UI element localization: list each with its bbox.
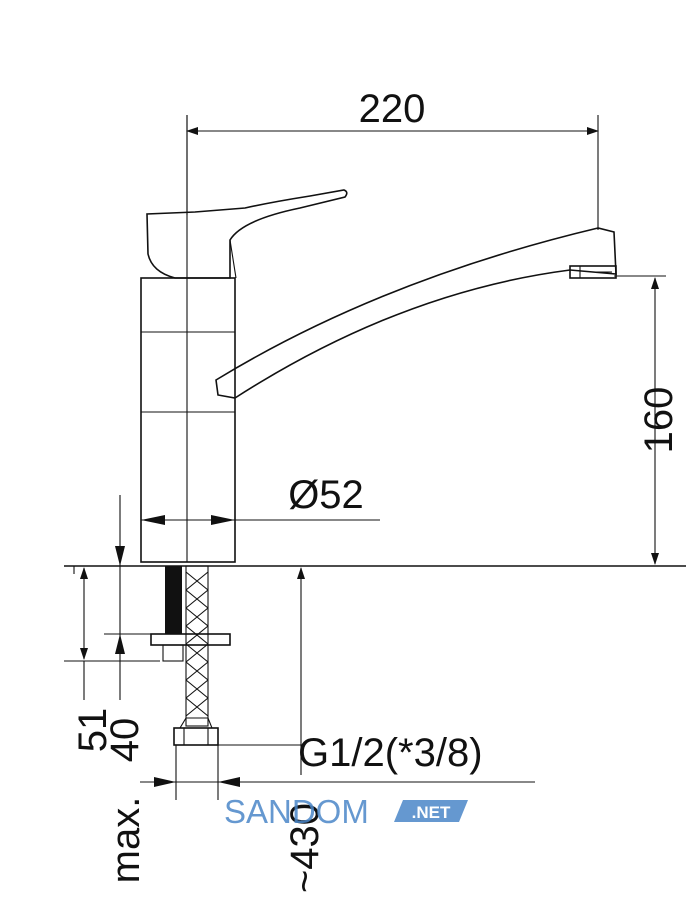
dimension-51-label: 51 [71, 708, 115, 753]
aerator [569, 265, 617, 279]
body-column [140, 277, 236, 563]
fixing-nut [150, 633, 231, 646]
dimensions [64, 115, 666, 800]
watermark-suffix: .NET [412, 803, 451, 822]
watermark-brand: SANDOM [224, 793, 369, 830]
watermark-badge [394, 800, 468, 822]
dimension-diameter-label: Ø52 [288, 473, 364, 517]
thread-label: G1/2(*3/8) [298, 731, 483, 775]
dimension-max-label: max. [104, 797, 148, 884]
dimension-220-label: 220 [359, 87, 426, 131]
dimension-430-label: ~430 [283, 803, 327, 893]
spout [215, 227, 617, 399]
mounting-shank [165, 566, 182, 634]
dimension-160-label: 160 [637, 387, 681, 454]
lever-handle [146, 189, 348, 279]
dimension-40-label: 40 [103, 718, 147, 763]
mounting-assembly [64, 565, 686, 746]
faucet-body [140, 115, 617, 563]
hose-fitting [173, 727, 219, 746]
supply-hose [185, 565, 209, 727]
watermark-logo: SANDOM .NET [224, 793, 468, 830]
